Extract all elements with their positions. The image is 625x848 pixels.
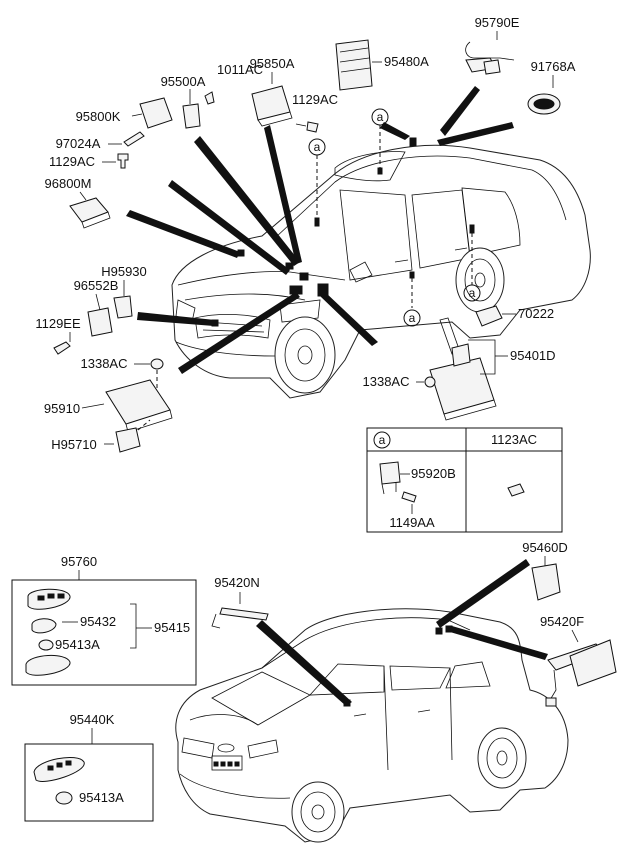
callout-a-2: a (371, 108, 389, 126)
svg-text:1123AC: 1123AC (491, 432, 537, 447)
svg-text:95480A: 95480A (384, 54, 429, 69)
svg-text:95432: 95432 (80, 614, 116, 629)
svg-text:95460D: 95460D (522, 540, 568, 555)
svg-text:1338AC: 1338AC (363, 374, 410, 389)
part-95790e: 95790E (465, 15, 520, 75)
part-h95930: H95930 (101, 264, 147, 319)
sedan-rear-view (175, 608, 569, 843)
part-1338ac-b: 1338AC (363, 374, 436, 389)
svg-text:97024A: 97024A (56, 136, 101, 151)
svg-text:1129AC: 1129AC (49, 154, 95, 169)
svg-text:1129AC: 1129AC (292, 92, 338, 107)
part-1129ac-a: 1129AC (292, 92, 338, 133)
svg-text:95415: 95415 (154, 620, 190, 635)
svg-text:H95930: H95930 (101, 264, 147, 279)
part-95440k-group: 95440K 95413A (24, 712, 154, 822)
part-95480a: 95480A (335, 39, 429, 91)
part-95910: 95910 (44, 370, 173, 433)
svg-text:95790E: 95790E (475, 15, 520, 30)
part-70222: 70222 (475, 305, 554, 327)
part-97024a: 97024A (56, 131, 145, 151)
svg-text:95910: 95910 (44, 401, 80, 416)
svg-text:95850A: 95850A (250, 56, 295, 71)
connectors-bottom (343, 625, 453, 707)
part-1129ac-b: 1129AC (49, 153, 129, 169)
callout-a-1: a (308, 138, 326, 156)
svg-text:1129EE: 1129EE (35, 316, 81, 331)
svg-text:a: a (377, 110, 384, 124)
part-96800m: 96800M (45, 176, 111, 229)
part-1338ac-a: 1338AC (81, 356, 164, 371)
svg-text:96800M: 96800M (45, 176, 92, 191)
part-95850a: 95850A (250, 56, 295, 127)
svg-text:95413A: 95413A (55, 637, 100, 652)
part-h95710: H95710 (51, 419, 151, 453)
part-96552b: 96552B (74, 278, 119, 337)
part-95401d: 95401D (429, 317, 556, 421)
svg-text:95420N: 95420N (214, 575, 260, 590)
part-95500a: 95500A (161, 74, 206, 129)
svg-text:95920B: 95920B (411, 466, 456, 481)
svg-text:1338AC: 1338AC (81, 356, 128, 371)
svg-text:a: a (314, 140, 321, 154)
callout-a-4: a (463, 284, 481, 302)
part-95800k: 95800K (76, 97, 173, 129)
part-95460d: 95460D (522, 540, 568, 601)
svg-text:95440K: 95440K (70, 712, 115, 727)
part-91768a: 91768A (527, 59, 576, 115)
svg-text:95760: 95760 (61, 554, 97, 569)
callout-lines (316, 125, 473, 308)
part-95420n: 95420N (211, 575, 269, 629)
part-1011ac: 1011AC (204, 62, 263, 105)
svg-text:1149AA: 1149AA (389, 515, 435, 530)
connectors-top (211, 137, 475, 327)
svg-text:95800K: 95800K (76, 109, 121, 124)
svg-text:95500A: 95500A (161, 74, 206, 89)
sedan-front-view (171, 144, 591, 399)
part-95420f: 95420F (540, 614, 617, 707)
part-1129ee: 1129EE (35, 316, 81, 355)
svg-text:96552B: 96552B (74, 278, 119, 293)
svg-text:95420F: 95420F (540, 614, 584, 629)
svg-text:1011AC: 1011AC (217, 62, 263, 77)
leader-wedges-bottom (256, 559, 548, 706)
leader-wedges-top (126, 86, 514, 374)
svg-text:a: a (409, 311, 416, 325)
svg-text:91768A: 91768A (531, 59, 576, 74)
svg-text:a: a (469, 286, 476, 300)
svg-text:95413A: 95413A (79, 790, 124, 805)
svg-text:a: a (379, 433, 386, 447)
svg-text:H95710: H95710 (51, 437, 97, 452)
fastener-table: a 1123AC 95920B 1149AA (366, 427, 563, 533)
callout-a-3: a (403, 309, 421, 327)
svg-text:70222: 70222 (518, 306, 554, 321)
svg-text:95401D: 95401D (510, 348, 556, 363)
part-95760-group: 95760 95432 95413A 95415 (11, 554, 197, 686)
